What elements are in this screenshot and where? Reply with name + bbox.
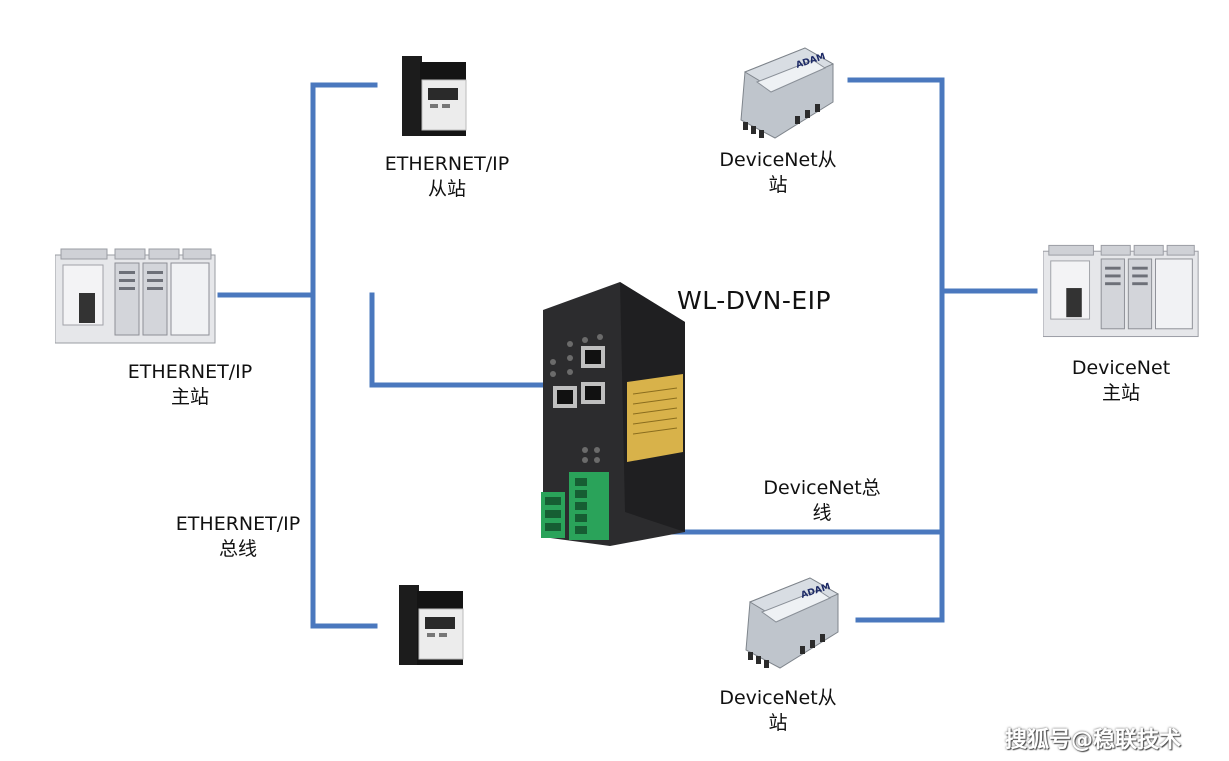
watermark-text: 搜狐号@稳联技术 xyxy=(1005,728,1182,753)
gateway-device-image xyxy=(541,282,685,546)
devicenet-slave-bottom-module-image: ADAM xyxy=(745,577,840,669)
ethernet-gateway-link xyxy=(369,292,548,388)
ethernet-master-plc-image xyxy=(55,248,216,344)
ethernet-master-label: ETHERNET/IP 主站 xyxy=(127,361,253,408)
ethernet-slave-label: ETHERNET/IP 从站 xyxy=(384,153,510,200)
devicenet-slave-top-module-image: ADAM xyxy=(740,47,835,139)
devicenet-slave-top-label: DeviceNet从 站 xyxy=(719,149,837,196)
ethernet-slave-top-drive-image xyxy=(402,56,467,136)
gateway-model-title: WL-DVN-EIP xyxy=(677,286,832,315)
devicenet-slave-bottom-label: DeviceNet从 站 xyxy=(719,687,837,734)
devicenet-master-label: DeviceNet 主站 xyxy=(1071,357,1171,404)
devicenet-bus-label: DeviceNet总 线 xyxy=(763,477,881,524)
devicenet-master-plc-image xyxy=(1043,244,1199,338)
ethernet-slave-bottom-drive-image xyxy=(399,585,464,665)
ethernet-bus-label: ETHERNET/IP 总线 xyxy=(175,513,301,560)
